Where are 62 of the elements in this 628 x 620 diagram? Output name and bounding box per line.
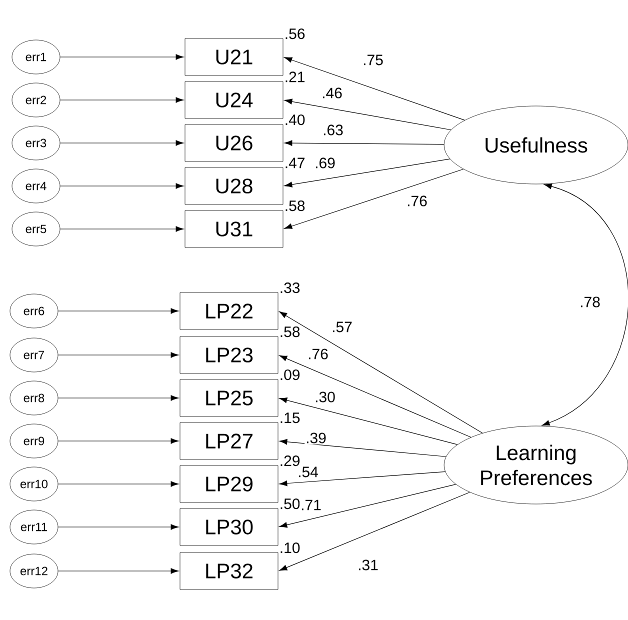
edge-label: .31	[356, 558, 380, 572]
observed-variable-box: U28	[184, 167, 284, 205]
edge-label: .75	[362, 54, 384, 66]
arrow	[284, 98, 452, 130]
r-squared-value: .50	[280, 498, 300, 510]
observed-variable-box: LP22	[180, 292, 278, 330]
arrow	[58, 481, 179, 487]
observed-variable-box: LP29	[180, 465, 278, 503]
r-squared-value: .33	[280, 282, 300, 294]
observed-variable-box: U24	[184, 81, 284, 119]
arrow	[60, 54, 184, 60]
r-squared-value: .21	[286, 72, 305, 82]
arrow	[279, 397, 458, 445]
observed-variable-box: U26	[184, 124, 284, 162]
r-squared-value: .58	[286, 200, 305, 212]
observed-variable-box: LP25	[180, 379, 278, 417]
edge-label: .78	[578, 296, 602, 308]
edge-label: .63	[322, 124, 344, 136]
arrow	[279, 484, 456, 528]
arrow	[58, 524, 179, 530]
r-squared-value: .47	[286, 158, 304, 168]
arrow	[284, 168, 464, 229]
arrow	[58, 438, 179, 444]
r-squared-value: .10	[280, 542, 300, 554]
arrow	[60, 140, 184, 146]
arrow	[284, 158, 450, 188]
arrow	[60, 97, 184, 103]
correlation-arrow	[542, 184, 628, 426]
r-squared-value: .29	[280, 455, 300, 466]
arrow	[284, 140, 444, 146]
edge-label: .69	[314, 156, 336, 170]
r-squared-value: .40	[286, 114, 305, 126]
arrow	[58, 568, 179, 574]
r-squared-value: .58	[280, 326, 300, 338]
arrow	[279, 439, 446, 457]
arrow	[60, 183, 184, 189]
edge-label: .46	[320, 86, 344, 100]
observed-variable-box: LP30	[180, 508, 278, 546]
edge-label: .76	[306, 348, 330, 360]
arrow	[58, 352, 179, 358]
edge-label: .54	[296, 466, 320, 478]
arrow	[279, 492, 470, 571]
observed-variable-box: LP27	[180, 422, 278, 460]
arrow	[279, 311, 483, 434]
arrow	[279, 471, 446, 486]
r-squared-value: .15	[280, 412, 300, 424]
observed-variable-box: U21	[184, 38, 284, 76]
arrow	[58, 308, 179, 314]
observed-variable-box: LP23	[180, 336, 278, 374]
arrow	[58, 395, 179, 401]
observed-variable-box: U31	[184, 210, 284, 248]
arrow	[284, 57, 465, 120]
edge-label: .30	[314, 390, 336, 404]
arrow	[279, 355, 472, 438]
edge-label: .71	[300, 498, 322, 512]
r-squared-value: .09	[280, 369, 300, 380]
edge-label: .39	[304, 432, 328, 444]
observed-variable-box: LP32	[180, 552, 278, 590]
edge-label: .76	[406, 194, 428, 208]
arrow	[60, 226, 184, 232]
r-squared-value: .56	[286, 28, 305, 40]
edge-label: .57	[330, 320, 354, 334]
